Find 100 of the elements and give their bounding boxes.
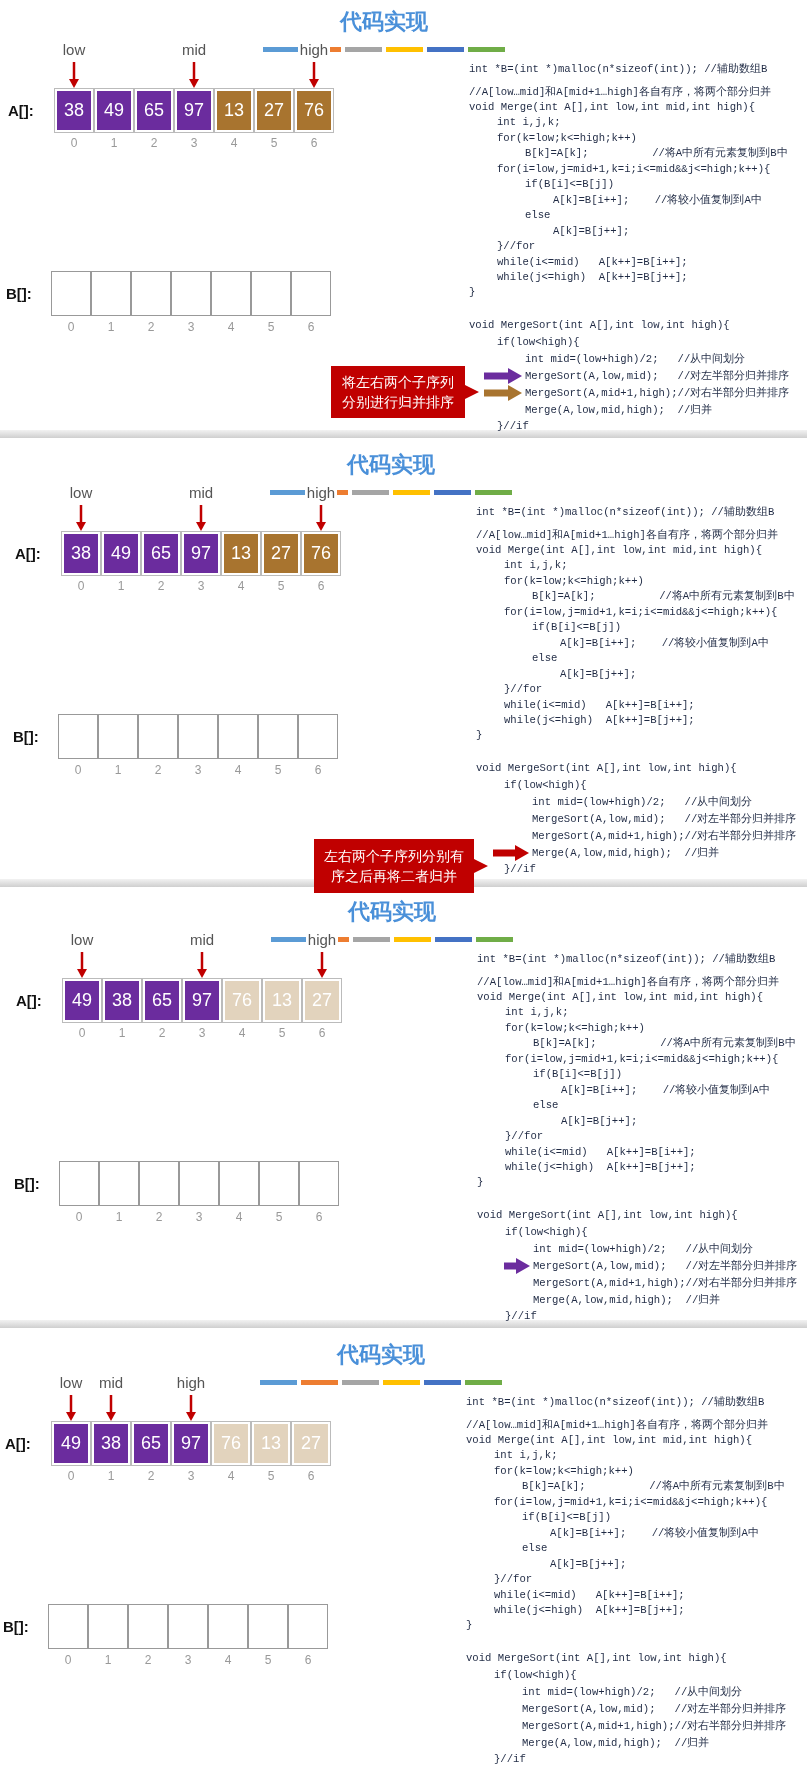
code-line: A[k]=B[j++]; bbox=[553, 225, 630, 237]
array-cell: 97 bbox=[171, 1421, 211, 1466]
index-number: 5 bbox=[266, 1469, 276, 1483]
empty-array-cell bbox=[178, 714, 218, 759]
code-line: void MergeSort(int A[],int low,int high){ bbox=[466, 1652, 727, 1664]
code-line: for(k=low;k<=high;k++) bbox=[494, 1465, 634, 1477]
code-line: for(k=low;k<=high;k++) bbox=[505, 1022, 645, 1034]
code-line: while(i<=mid) A[k++]=B[i++]; bbox=[497, 256, 688, 268]
pointer-arrow bbox=[77, 952, 87, 978]
code-line: int *B=(int *)malloc(n*sizeof(int)); //辅助数组B bbox=[477, 953, 776, 965]
empty-array-cell bbox=[91, 271, 131, 316]
empty-array-cell bbox=[251, 271, 291, 316]
index-number: 5 bbox=[276, 579, 286, 593]
code-line: int mid=(low+high)/2; //从中间划分 bbox=[522, 1686, 743, 1698]
array-cell: 38 bbox=[61, 531, 101, 576]
index-number: 6 bbox=[306, 1469, 316, 1483]
index-number: 3 bbox=[186, 1469, 196, 1483]
array-cell: 27 bbox=[291, 1421, 331, 1466]
array-label: B[]: bbox=[3, 1617, 29, 1637]
code-line: Merge(A,low,mid,high); //归并 bbox=[533, 1294, 721, 1306]
code-line: MergeSort(A,mid+1,high);//对右半部分归并排序 bbox=[533, 1277, 798, 1289]
empty-array-cell bbox=[138, 714, 178, 759]
code-line: Merge(A,low,mid,high); //归并 bbox=[522, 1737, 710, 1749]
index-number: 4 bbox=[226, 1469, 236, 1483]
index-number: 5 bbox=[274, 1210, 284, 1224]
code-line: } bbox=[476, 729, 483, 741]
pointer-arrow bbox=[309, 62, 319, 88]
code-line: int i,j,k; bbox=[505, 1006, 569, 1018]
array-label: A[]: bbox=[8, 101, 34, 121]
index-number: 5 bbox=[266, 320, 276, 334]
callout-box: 左右两个子序列分别有序之后再将二者归并 bbox=[314, 839, 488, 893]
empty-array-cell bbox=[208, 1604, 248, 1649]
pointer-arrow bbox=[197, 952, 207, 978]
code-line: void Merge(int A[],int low,int mid,int high){ bbox=[469, 101, 756, 113]
code-line: A[k]=B[i++]; //将较小值复制到A中 bbox=[560, 637, 769, 649]
index-number: 0 bbox=[63, 1653, 73, 1667]
empty-array-cell bbox=[48, 1604, 88, 1649]
section-title: 代码实现 bbox=[346, 899, 437, 925]
code-line: void MergeSort(int A[],int low,int high){ bbox=[477, 1209, 738, 1221]
code-line: A[k]=B[j++]; bbox=[561, 1115, 638, 1127]
array-cell: 13 bbox=[221, 531, 261, 576]
code-line: MergeSort(A,mid+1,high);//对右半部分归并排序 bbox=[525, 387, 790, 399]
index-number: 3 bbox=[194, 1210, 204, 1224]
index-number: 3 bbox=[183, 1653, 193, 1667]
array-label: A[]: bbox=[16, 991, 42, 1011]
index-number: 1 bbox=[117, 1026, 127, 1040]
index-number: 3 bbox=[197, 1026, 207, 1040]
code-line: while(j<=high) A[k++]=B[j++]; bbox=[505, 1161, 696, 1173]
array-cell: 27 bbox=[254, 88, 294, 133]
index-number: 2 bbox=[143, 1653, 153, 1667]
empty-array-cell bbox=[248, 1604, 288, 1649]
code-line: B[k]=A[k]; //将A中所有元素复制到B中 bbox=[532, 590, 795, 602]
empty-array-cell bbox=[99, 1161, 139, 1206]
empty-array-cell bbox=[51, 271, 91, 316]
index-number: 0 bbox=[66, 1469, 76, 1483]
array-cell: 27 bbox=[261, 531, 301, 576]
code-line: else bbox=[533, 1099, 559, 1111]
empty-array-cell bbox=[168, 1604, 208, 1649]
empty-array-cell bbox=[299, 1161, 339, 1206]
code-line: int *B=(int *)malloc(n*sizeof(int)); //辅助数组B bbox=[476, 506, 775, 518]
index-number: 5 bbox=[273, 763, 283, 777]
index-number: 6 bbox=[309, 136, 319, 150]
index-number: 4 bbox=[233, 763, 243, 777]
code-line: if(B[i]<=B[j]) bbox=[525, 178, 614, 190]
code-line: }//if bbox=[505, 1310, 537, 1322]
pointer-arrow bbox=[76, 505, 86, 531]
code-line: }//if bbox=[494, 1753, 526, 1765]
index-number: 4 bbox=[237, 1026, 247, 1040]
index-number: 2 bbox=[149, 136, 159, 150]
code-line: void Merge(int A[],int low,int mid,int high){ bbox=[476, 544, 763, 556]
code-line: MergeSort(A,mid+1,high);//对右半部分归并排序 bbox=[532, 830, 797, 842]
array-cell: 76 bbox=[222, 978, 262, 1023]
section-title: 代码实现 bbox=[338, 9, 429, 35]
index-number: 2 bbox=[154, 1210, 164, 1224]
empty-array-cell bbox=[98, 714, 138, 759]
code-line: void Merge(int A[],int low,int mid,int high){ bbox=[466, 1434, 753, 1446]
array-label: B[]: bbox=[14, 1174, 40, 1194]
index-number: 0 bbox=[74, 1210, 84, 1224]
index-number: 1 bbox=[106, 1469, 116, 1483]
code-line: if(B[i]<=B[j]) bbox=[522, 1511, 611, 1523]
code-line: if(B[i]<=B[j]) bbox=[533, 1068, 622, 1080]
pointer-arrow bbox=[69, 62, 79, 88]
array-cell: 27 bbox=[302, 978, 342, 1023]
array-cell: 76 bbox=[294, 88, 334, 133]
empty-array-cell bbox=[171, 271, 211, 316]
pointer-arrow bbox=[106, 1395, 116, 1421]
index-number: 6 bbox=[316, 579, 326, 593]
code-line: if(low<high){ bbox=[497, 336, 580, 348]
array-cell: 38 bbox=[91, 1421, 131, 1466]
code-line: //A[low…mid]和A[mid+1…high]各自有序，将两个部分归并 bbox=[466, 1419, 768, 1431]
index-number: 0 bbox=[73, 763, 83, 777]
code-line: else bbox=[525, 209, 551, 221]
code-line: A[k]=B[i++]; //将较小值复制到A中 bbox=[561, 1084, 770, 1096]
array-label: B[]: bbox=[6, 284, 32, 304]
array-cell: 49 bbox=[101, 531, 141, 576]
index-number: 0 bbox=[77, 1026, 87, 1040]
pointer-arrow bbox=[317, 952, 327, 978]
code-line: Merge(A,low,mid,high); //归并 bbox=[532, 847, 720, 859]
code-line: for(i=low,j=mid+1,k=i;i<=mid&&j<=high;k++){ bbox=[497, 163, 771, 175]
index-number: 6 bbox=[306, 320, 316, 334]
